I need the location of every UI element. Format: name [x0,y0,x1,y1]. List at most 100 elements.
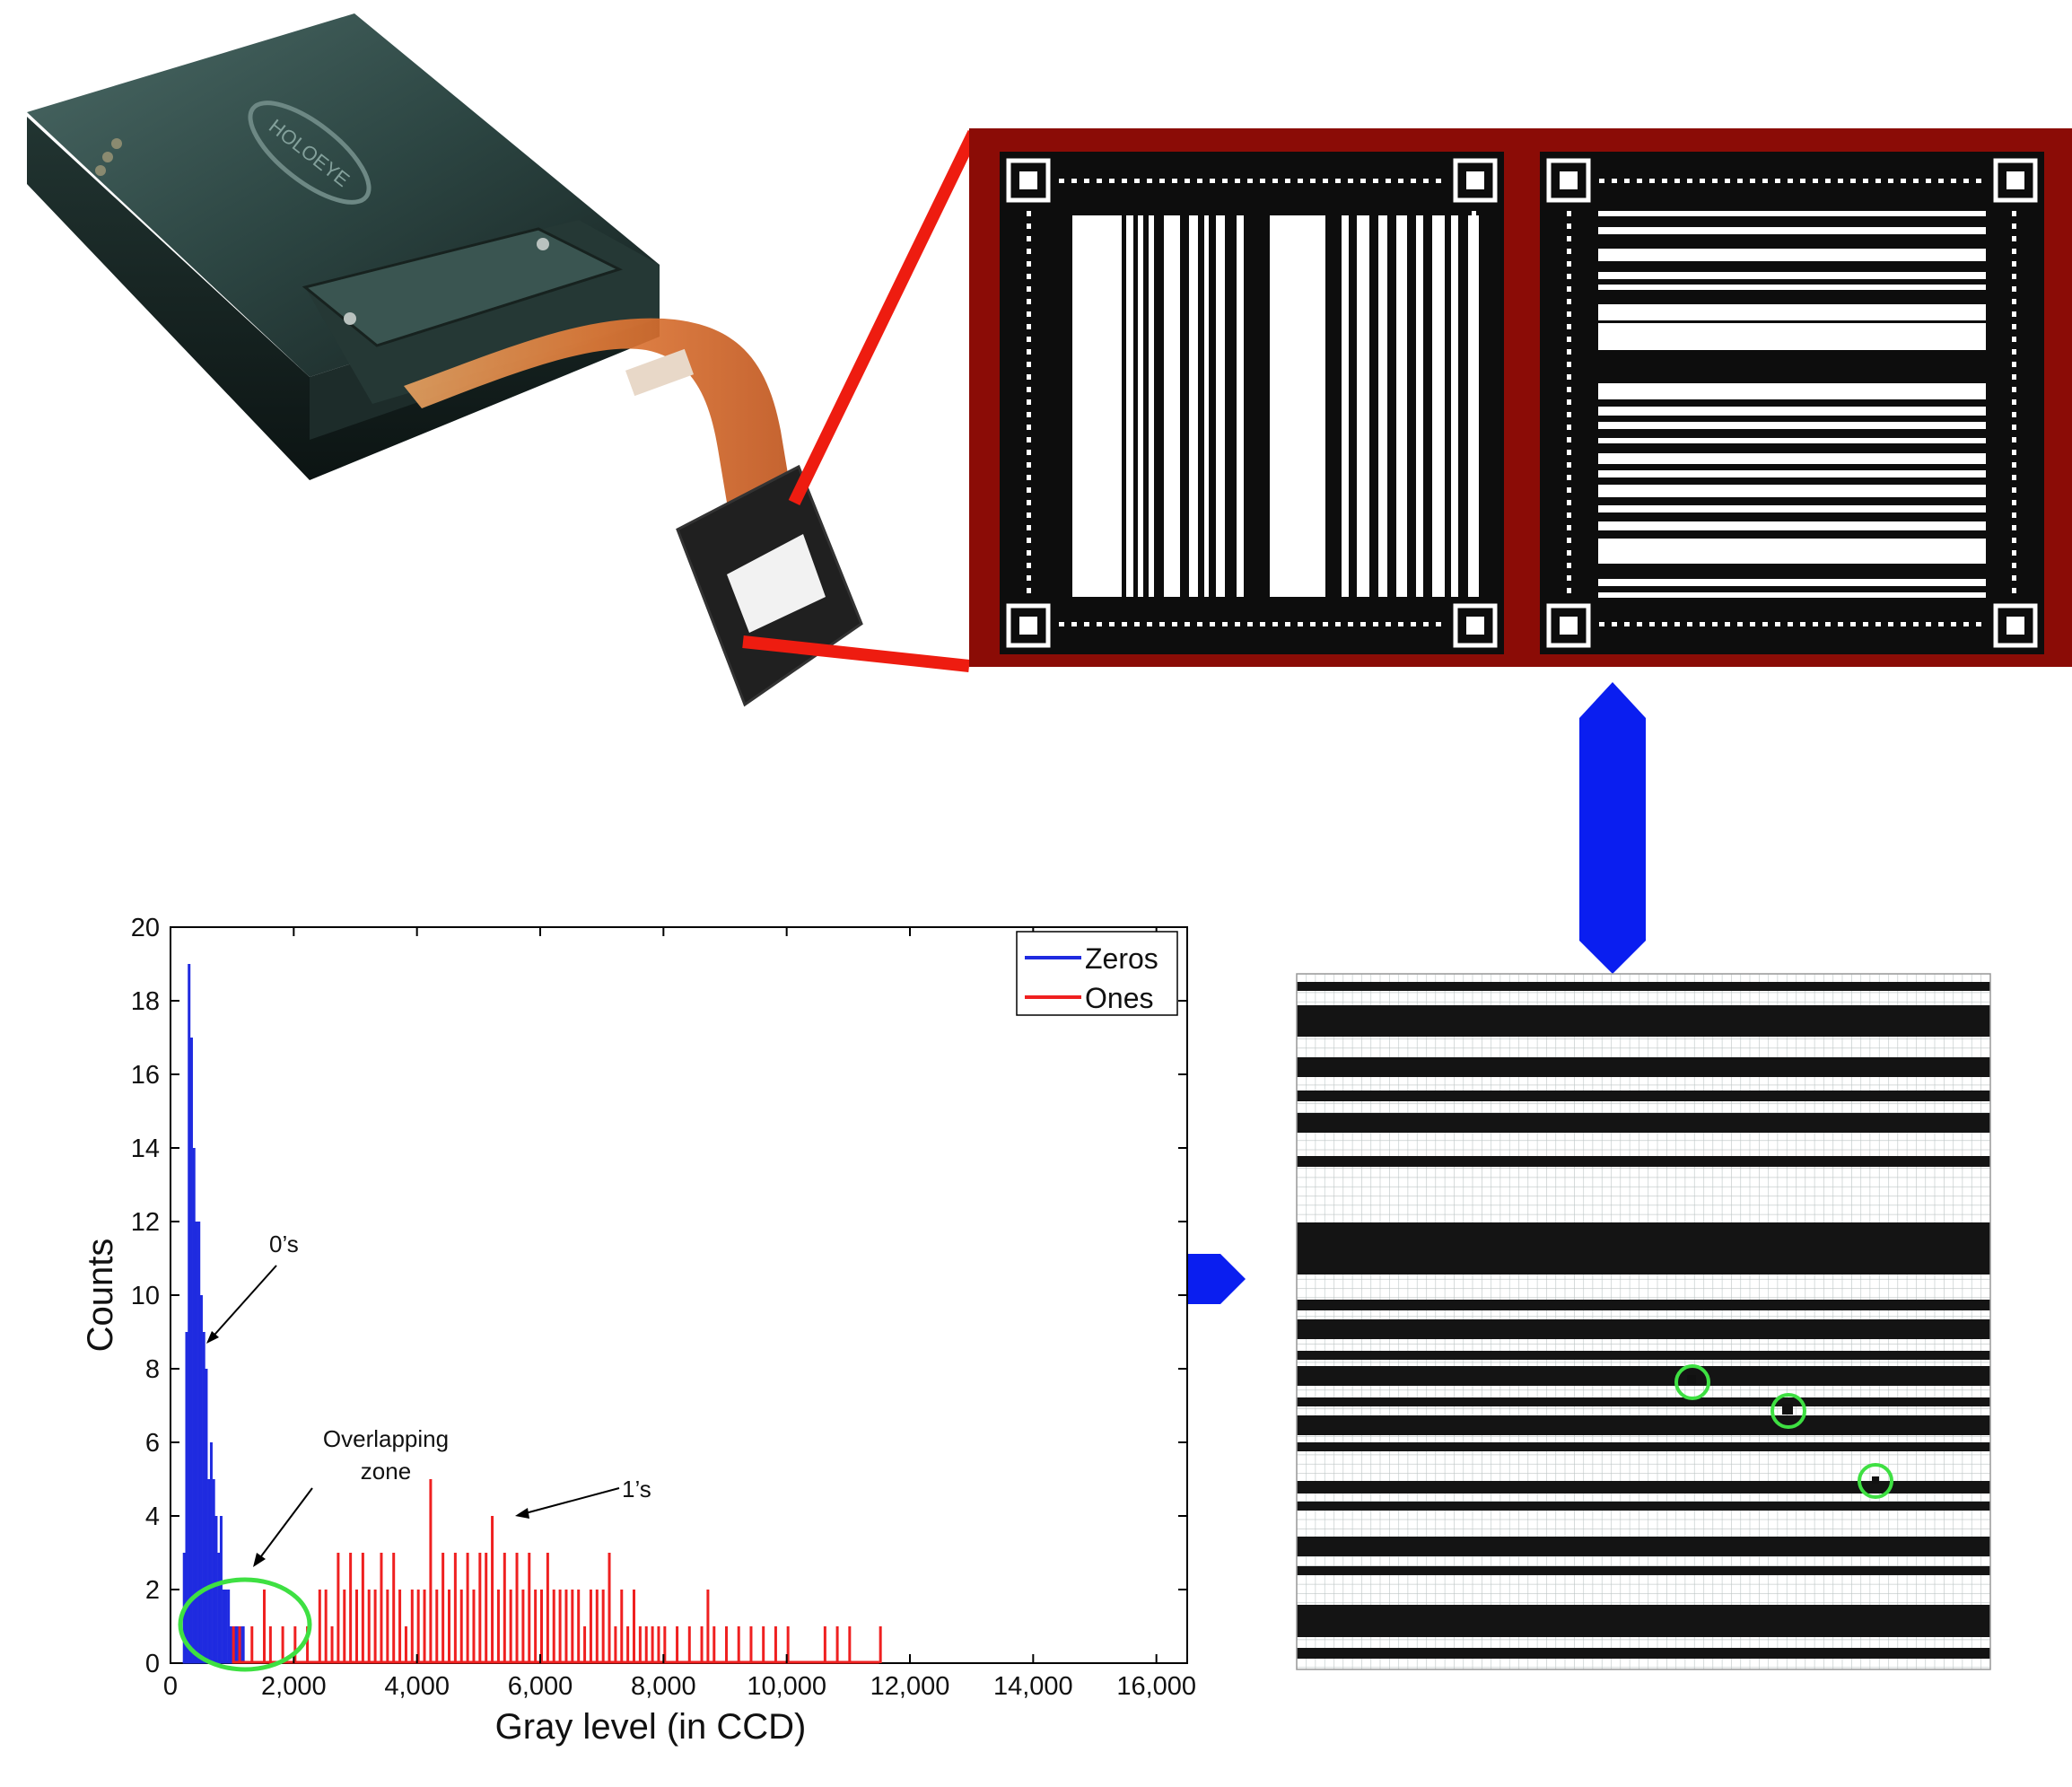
data-bar-horizontal [1598,521,1986,530]
bar-ones [583,1626,587,1663]
frame-dot [2012,374,2016,380]
y-tick-label: 16 [131,1061,160,1090]
bar-zeros [217,1553,221,1663]
corner-marker-center [1466,617,1484,635]
bar-ones [638,1626,642,1663]
frame-dot [1027,261,1031,267]
bar-ones [626,1626,630,1663]
frame-dot [1027,500,1031,505]
frame-dot [1027,512,1031,518]
bar-ones [725,1626,728,1663]
y-tick-label: 10 [131,1282,160,1310]
bar-zeros [199,1295,203,1663]
data-pages-panel [969,128,2072,667]
frame-dot [1027,563,1031,568]
ccd-bar [1297,1222,1990,1275]
frame-dot [1567,362,1571,367]
frame-dot [1147,179,1152,183]
corner-marker [1453,158,1498,203]
frame-dot [1059,622,1064,626]
frame-dot [1800,622,1805,626]
frame-dot [1027,286,1031,292]
frame-dot [1323,622,1328,626]
ccd-bar [1297,1502,1990,1511]
frame-dot [1662,179,1667,183]
annotation-overlap-arrowhead [253,1553,266,1567]
frame-dot [1147,622,1152,626]
frame-dot [1567,286,1571,292]
frame-dot [1700,179,1705,183]
frame-dot [1235,622,1240,626]
frame-dot [1348,179,1353,183]
y-tick-label: 20 [131,914,160,942]
frame-dot [1027,324,1031,329]
frame-dot [1800,179,1805,183]
bar-ones [361,1553,364,1663]
bar-zeros [227,1590,231,1663]
frame-dot [1027,249,1031,254]
defect-circle-2 [1770,1393,1806,1429]
frame-dot [1567,462,1571,468]
bar-zeros [195,1222,198,1663]
ccd-bar [1297,1442,1990,1451]
corner-marker [1546,158,1591,203]
y-tick-label: 6 [145,1429,160,1458]
frame-dot [1423,179,1429,183]
ccd-bar [1297,1566,1990,1575]
legend-label-ones: Ones [1085,982,1153,1014]
bar-zeros [197,1222,201,1663]
data-bar-horizontal [1598,485,1986,497]
frame-dot [1436,179,1441,183]
frame-dot [1210,622,1215,626]
bar-ones [337,1553,340,1663]
legend-label-zeros: Zeros [1085,942,1158,975]
legend: Zeros Ones [1016,931,1178,1016]
frame-dot [1612,622,1617,626]
frame-dot [1109,622,1115,626]
frame-dot [1027,374,1031,380]
frame-dot [1567,450,1571,455]
led-1 [111,138,122,149]
bar-ones [318,1590,321,1663]
bar-ones [564,1590,568,1663]
frame-dot [1649,622,1655,626]
bar-ones [263,1590,266,1663]
frame-dot [1027,412,1031,417]
holoeye-logo [248,101,372,205]
annotation-ones: 1’s [622,1476,651,1502]
histogram-bars [182,964,882,1664]
data-bar-vertical [1468,215,1479,597]
frame-dot [1247,179,1253,183]
bar-ones [485,1553,488,1663]
frame-dot [2012,475,2016,480]
frame-dot [1411,179,1416,183]
frame-dot [1725,179,1730,183]
bar-ones [496,1590,500,1663]
frame-dot [1901,179,1906,183]
x-tick-label: 16,000 [1116,1672,1196,1701]
bar-ones [349,1553,353,1663]
frame-dot [1027,538,1031,543]
frame-dot [1134,622,1140,626]
frame-dot [2012,223,2016,229]
bar-ones [663,1626,667,1663]
bar-ones [380,1553,383,1663]
bar-ones [442,1553,445,1663]
ccd-bar [1297,1351,1990,1360]
data-bar-horizontal [1598,211,1986,216]
x-tick-label: 6,000 [508,1672,573,1701]
data-bar-vertical [1432,215,1445,597]
defect-circle-1 [1674,1364,1710,1400]
frame-dot [1027,475,1031,480]
frame-dot [1825,179,1831,183]
frame-dot [1567,437,1571,442]
device-side [27,117,660,480]
frame-dot [1700,622,1705,626]
annotation-zeros-arrow [207,1265,277,1343]
frame-dot [1567,324,1571,329]
ccd-bar [1297,1113,1990,1133]
frame-dot [1172,179,1177,183]
annotation-overlap-line1: Overlapping [323,1425,449,1452]
data-bar-vertical [1416,215,1423,597]
bar-ones [687,1626,691,1663]
